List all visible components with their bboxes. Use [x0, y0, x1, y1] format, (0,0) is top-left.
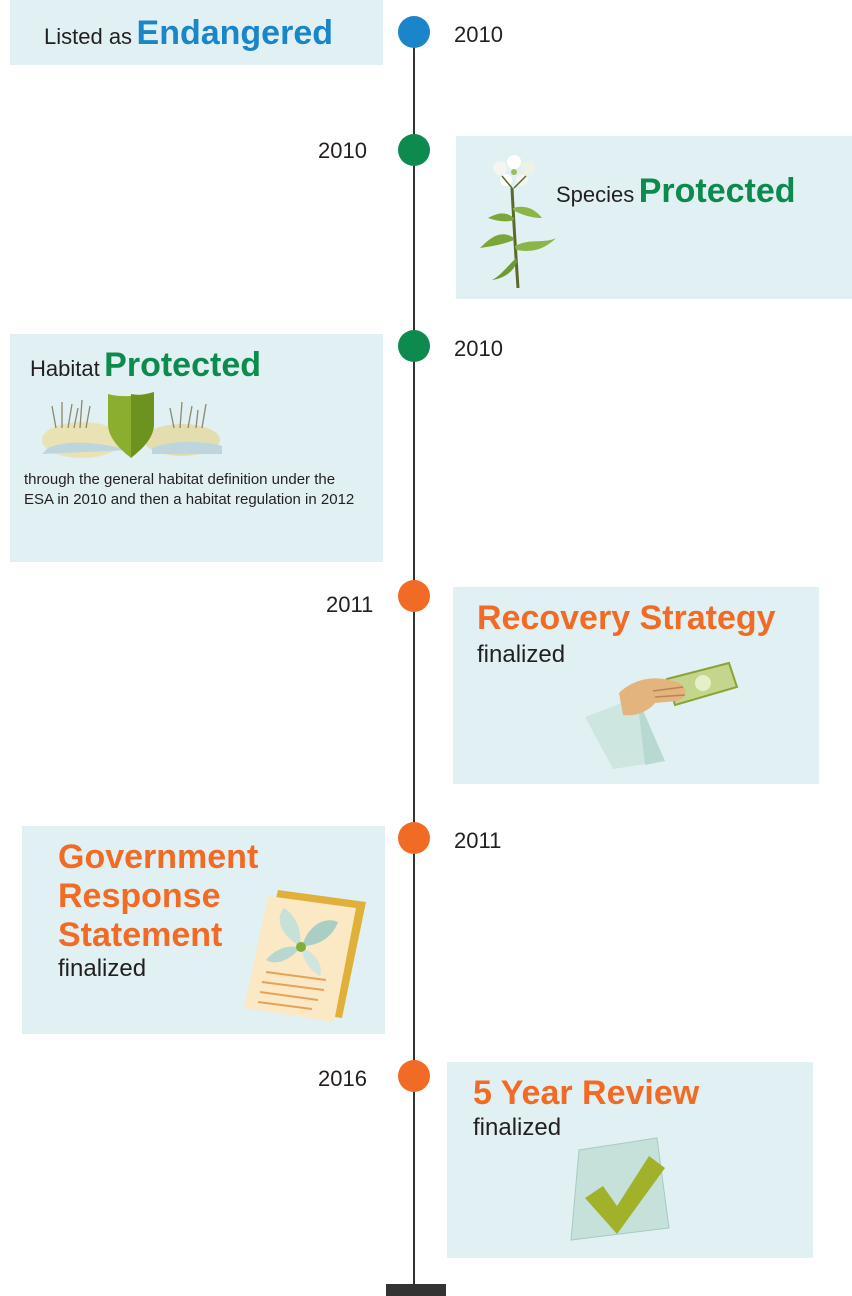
timeline-dot-orange [398, 1060, 430, 1092]
event-highlight: Recovery Strategy [477, 599, 776, 637]
timeline-dot-orange [398, 580, 430, 612]
event-year: 2010 [318, 138, 367, 163]
document-trillium-icon [238, 876, 368, 1026]
event-suffix: finalized [477, 641, 566, 668]
timeline-line [413, 32, 415, 1288]
card-heading: Listed as Endangered [44, 14, 333, 53]
habitat-shield-icon [42, 388, 222, 460]
flower-plant-icon [470, 148, 560, 290]
card-heading: Species Protected [556, 172, 796, 211]
event-card-listed-endangered: Listed as Endangered [10, 0, 383, 65]
event-card-species-protected: Species Protected [456, 136, 852, 299]
event-highlight-line: Response [58, 877, 221, 916]
event-highlight: Protected [638, 172, 796, 210]
event-prefix: Habitat [30, 356, 100, 381]
timeline-dot-green [398, 134, 430, 166]
timeline-dot-green [398, 330, 430, 362]
event-highlight-line: Government [58, 838, 259, 876]
timeline-base [386, 1284, 446, 1296]
checkmark-icon [565, 1136, 675, 1246]
event-highlight: Protected [104, 346, 261, 384]
event-card-recovery-strategy: Recovery Strategy finalized [453, 587, 819, 784]
event-highlight: Endangered [136, 14, 333, 52]
event-year: 2011 [326, 592, 374, 617]
event-prefix: Species [556, 182, 635, 207]
event-year: 2011 [454, 828, 502, 853]
event-description: through the general habitat definition u… [24, 471, 355, 508]
event-card-habitat-protected: Habitat Protected through the general ha… [10, 334, 383, 562]
event-year: 2016 [318, 1066, 367, 1091]
event-suffix: finalized [58, 955, 147, 983]
card-heading: Government Response Statement finalized [58, 838, 258, 983]
hand-money-icon [579, 657, 739, 773]
event-suffix: finalized [473, 1114, 562, 1141]
event-prefix: Listed as [44, 24, 133, 49]
timeline-dot-orange [398, 822, 430, 854]
timeline-dot-blue [398, 16, 430, 48]
event-card-5-year-review: 5 Year Review finalized [447, 1062, 813, 1258]
event-year: 2010 [454, 336, 503, 361]
card-heading: Habitat Protected [30, 346, 261, 385]
event-highlight: 5 Year Review [473, 1074, 700, 1112]
event-card-government-response: Government Response Statement finalized [22, 826, 385, 1034]
event-highlight-line: Statement [58, 916, 223, 955]
event-year: 2010 [454, 22, 503, 47]
